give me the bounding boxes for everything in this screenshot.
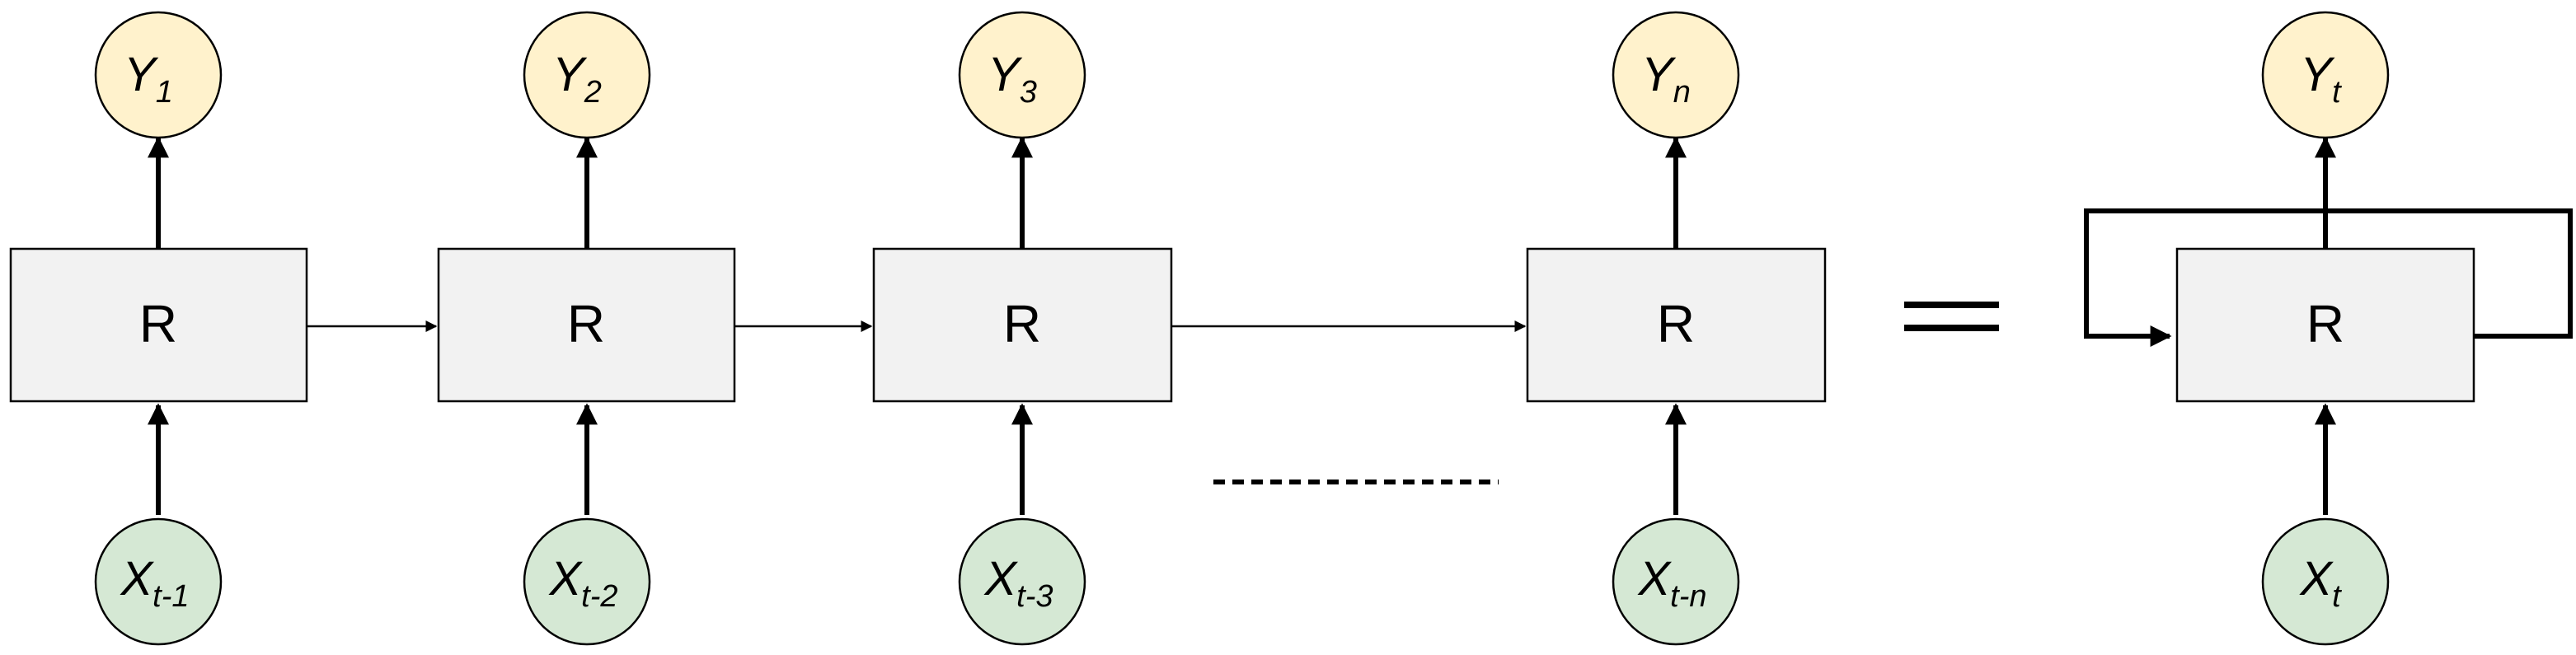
recurrent-unit-box: [872, 247, 1173, 403]
output-node: [2261, 11, 2390, 139]
output-node: [523, 11, 651, 139]
input-label: Xt: [2298, 552, 2342, 614]
output-label: Yt: [2300, 48, 2342, 110]
output-label-sub: n: [1673, 75, 1691, 110]
output-label: Y2: [552, 48, 602, 110]
recurrent-unit-label: R: [1657, 294, 1695, 353]
input-label-sub: t-n: [1670, 579, 1706, 614]
output-label-base: Y: [988, 48, 1023, 101]
input-label-base: X: [547, 552, 583, 606]
rnn-cell-n: R Yn Xt-n: [1526, 11, 1827, 646]
output-label: Yn: [1641, 48, 1691, 110]
output-label-base: Y: [1641, 48, 1677, 101]
output-label: Y3: [988, 48, 1037, 110]
input-label-base: X: [1636, 552, 1672, 606]
input-label-base: X: [119, 552, 154, 606]
input-label: Xt-1: [119, 552, 189, 614]
rnn-cell-3: R Y3 Xt-3: [872, 11, 1173, 646]
input-label-sub: t-2: [581, 579, 617, 614]
input-node: [958, 517, 1086, 646]
output-node: [958, 11, 1086, 139]
input-node: [1612, 517, 1740, 646]
input-label: Xt-n: [1636, 552, 1706, 614]
rnn-cell-rolled: R Yt Xt: [2084, 11, 2573, 646]
recurrent-loop-arrow: [2084, 208, 2573, 347]
rnn-cell-1: R Y1 Xt-1: [9, 11, 308, 646]
input-node: [94, 517, 223, 646]
output-node: [94, 11, 223, 139]
output-label-base: Y: [552, 48, 588, 101]
recurrent-unit-box: [1526, 247, 1827, 403]
output-label-base: Y: [2300, 48, 2335, 101]
input-label-base: X: [983, 552, 1018, 606]
recurrent-unit-label: R: [2306, 294, 2344, 353]
input-label-sub: t-3: [1016, 579, 1053, 614]
input-label: Xt-2: [547, 552, 617, 614]
input-label-base: X: [2298, 552, 2334, 606]
recurrent-unit-label: R: [567, 294, 605, 353]
input-label: Xt-3: [983, 552, 1053, 614]
recurrent-unit-box: [9, 247, 308, 403]
output-label-sub: 2: [584, 75, 602, 110]
output-label-sub: 1: [156, 75, 173, 110]
recurrent-unit-box: [437, 247, 736, 403]
input-label-sub: t: [2332, 579, 2342, 614]
input-label-sub: t-1: [152, 579, 189, 614]
output-label-base: Y: [124, 48, 159, 101]
output-node: [1612, 11, 1740, 139]
recurrent-unit-label: R: [139, 294, 177, 353]
recurrent-unit-box: [2175, 247, 2475, 403]
output-label-sub: 3: [1020, 75, 1037, 110]
equals-sign: [1904, 302, 1999, 331]
output-label: Y1: [124, 48, 173, 110]
input-node: [523, 517, 651, 646]
rnn-cell-2: R Y2 Xt-2: [437, 11, 736, 646]
recurrent-unit-label: R: [1003, 294, 1041, 353]
output-label-sub: t: [2332, 75, 2342, 110]
input-node: [2261, 517, 2390, 646]
